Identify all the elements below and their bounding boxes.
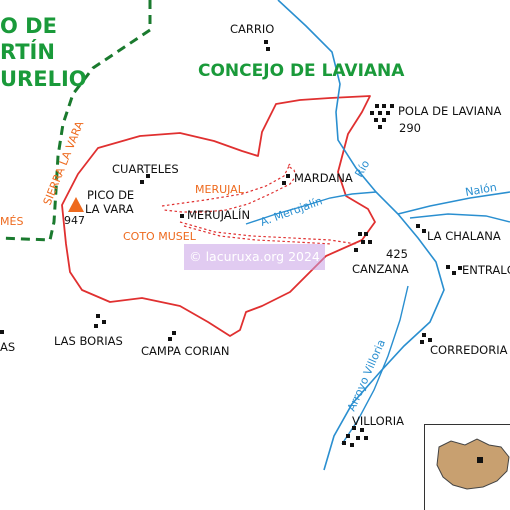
concejo-de-laviana-label: CONCEJO DE LAVIANA <box>198 61 405 81</box>
merujal-ridge-label: MERUJAL <box>195 183 244 196</box>
inset-region-shape <box>436 438 510 490</box>
entralgo-marker <box>446 265 462 275</box>
villoria-stream <box>341 285 409 445</box>
rio-label: Río <box>352 158 372 180</box>
carrio-marker <box>264 40 268 44</box>
inset-location-marker <box>477 457 483 463</box>
sierra-la-vara-label: SIERRA LA VARA <box>41 119 87 207</box>
canzana-elevation: 425 <box>386 247 408 261</box>
area-boundary <box>61 95 376 337</box>
arroyo-merujalin-label: A. Merujalín <box>259 194 325 228</box>
left-edge-marker <box>0 330 4 334</box>
place-la-chalana: LA CHALANA <box>427 229 501 243</box>
place-left-edge-fragment: AS <box>0 340 16 354</box>
la-chalana-marker <box>416 224 426 233</box>
place-cuarteles: CUARTELES <box>112 162 179 176</box>
carrio-marker <box>266 47 270 51</box>
peak-name-line2: LA VARA <box>85 202 134 216</box>
peak-name-line1: PICO DE <box>87 188 135 202</box>
place-entralgo: ENTRALGO <box>462 263 510 277</box>
inset-locator-map <box>424 424 510 510</box>
coto-musel-route-2 <box>183 225 333 245</box>
corredoria-marker <box>420 333 432 344</box>
watermark: © lacuruxa.org 2024 <box>184 244 325 270</box>
place-carrio: CARRIO <box>230 22 275 36</box>
las-borias-marker <box>94 314 106 328</box>
merujalin-stream <box>245 191 377 225</box>
place-pola-de-laviana: POLA DE LAVIANA <box>398 104 502 118</box>
region-label-top-left-2: RTÍN <box>0 40 55 64</box>
mardana-marker <box>282 174 290 185</box>
inset-graphics <box>436 438 510 490</box>
nalon-south-branch <box>409 213 510 223</box>
pola-de-laviana-marker <box>370 104 394 129</box>
place-las-borias: LAS BORIAS <box>54 334 123 348</box>
peak-triangle-icon <box>68 197 84 212</box>
place-campa-corian: CAMPA CORIAN <box>141 344 230 358</box>
coto-musel-label: COTO MUSEL <box>123 230 196 243</box>
region-label-top-left-1: O DE <box>0 14 57 38</box>
villoria-marker <box>342 426 368 447</box>
coto-musel-route <box>179 221 357 245</box>
nalon-label: Nalón <box>464 181 498 199</box>
place-corredoria: CORREDORIA <box>430 343 508 357</box>
rio-nalon-river <box>277 0 445 471</box>
pola-elevation: 290 <box>399 121 421 135</box>
place-villoria: VILLORIA <box>352 414 404 428</box>
peak-elevation: 947 <box>64 214 85 227</box>
canzana-marker <box>354 232 372 252</box>
cuarteles-marker <box>140 174 150 184</box>
arroyo-villoria-label: Arroyo Villoria <box>345 337 388 413</box>
place-canzana: CANZANA <box>352 262 409 276</box>
merujalin-marker <box>180 214 184 218</box>
left-edge-region-fragment: MÉS <box>0 215 24 228</box>
place-mardana: MARDANA <box>294 171 353 185</box>
merujal-route <box>161 163 297 213</box>
region-label-top-left-3: URELIO <box>0 67 87 91</box>
place-merujalin: MERUJALÍN <box>187 208 251 222</box>
settlement-markers <box>0 40 462 447</box>
nalon-tributary <box>397 191 510 215</box>
council-border-line <box>0 0 152 242</box>
campa-corian-marker <box>168 331 176 341</box>
